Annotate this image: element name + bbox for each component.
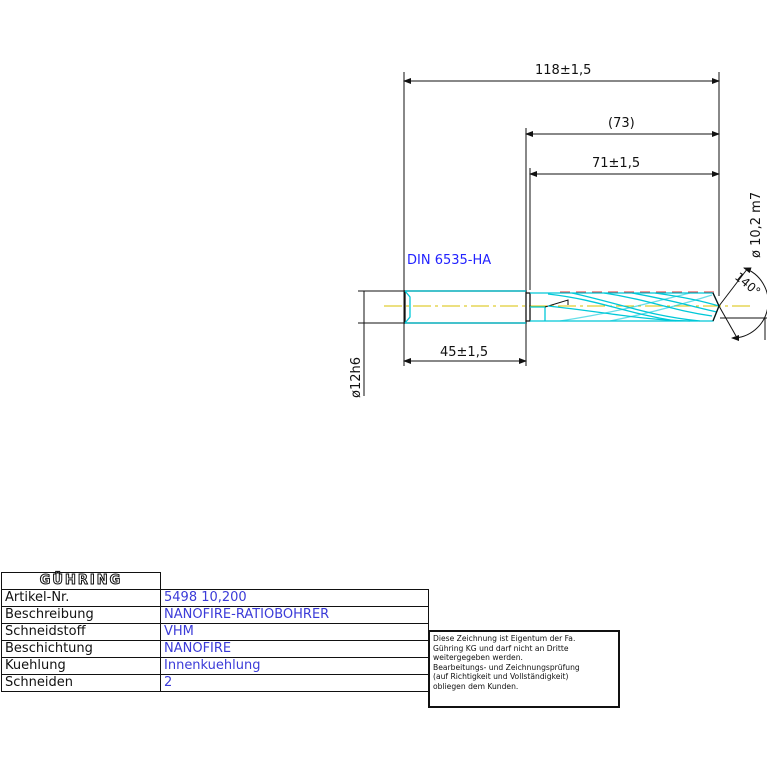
dimension-lines [358, 78, 766, 396]
value-artikel-nr: 5498 10,200 [160, 589, 429, 607]
dim-flute-length: 71±1,5 [592, 156, 640, 171]
label-kuehlung: Kuehlung [1, 657, 161, 675]
table-row: Schneidstoff VHM [1, 623, 429, 641]
extension-lines [364, 72, 767, 366]
ownership-notice: Diese Zeichnung ist Eigentum der Fa. Güh… [428, 630, 620, 708]
table-row: Kuehlung Innenkuehlung [1, 657, 429, 675]
title-block: GÜHRING Artikel-Nr. 5498 10,200 Beschrei… [1, 572, 429, 692]
drill-shank [404, 290, 527, 324]
table-row: Artikel-Nr. 5498 10,200 [1, 589, 429, 607]
value-schneiden: 2 [160, 674, 429, 692]
dim-overall-length: 118±1,5 [535, 63, 591, 78]
notice-line: (auf Richtigkeit und Vollständigkeit) [433, 672, 569, 682]
dim-tip-diameter: ø 10,2 m7 [749, 192, 764, 258]
label-beschreibung: Beschreibung [1, 606, 161, 624]
dim-shank-length: 45±1,5 [440, 345, 488, 360]
notice-line: obliegen dem Kunden. [433, 681, 519, 691]
notice-line: Bearbeitungs- und Zeichnungsprüfung [433, 662, 580, 672]
notice-line: Gühring KG und darf nicht an Dritte [433, 643, 569, 653]
notice-line: Diese Zeichnung ist Eigentum der Fa. [433, 634, 576, 643]
value-kuehlung: Innenkuehlung [160, 657, 429, 675]
value-beschreibung: NANOFIRE-RATIOBOHRER [160, 606, 429, 624]
label-artikel-nr: Artikel-Nr. [1, 589, 161, 607]
table-row: Beschichtung NANOFIRE [1, 640, 429, 658]
label-schneiden: Schneiden [1, 674, 161, 692]
standard-label: DIN 6535-HA [407, 253, 491, 268]
label-schneidstoff: Schneidstoff [1, 623, 161, 641]
label-beschichtung: Beschichtung [1, 640, 161, 658]
point-angle-arc [731, 267, 767, 342]
table-row: Schneiden 2 [1, 674, 429, 692]
drill-tool [404, 290, 720, 324]
value-beschichtung: NANOFIRE [160, 640, 429, 658]
notice-line: weitergegeben werden. [433, 653, 523, 663]
guehring-logo: GÜHRING [1, 572, 161, 590]
table-row: Beschreibung NANOFIRE-RATIOBOHRER [1, 606, 429, 624]
dim-flute-ref: (73) [608, 116, 635, 131]
dim-point-angle: 140° [732, 270, 763, 299]
value-schneidstoff: VHM [160, 623, 429, 641]
dim-shank-diameter: ø12h6 [349, 357, 364, 398]
